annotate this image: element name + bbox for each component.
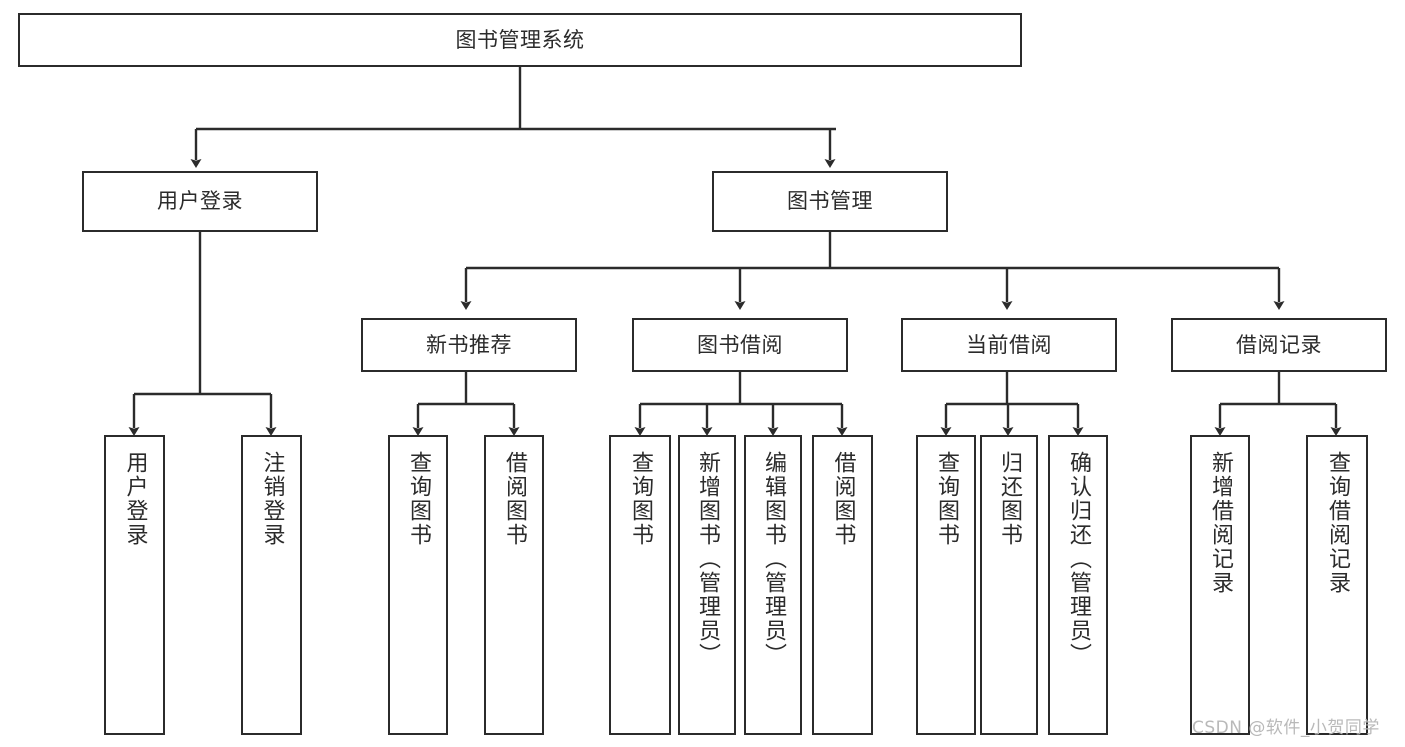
leaf-current-borrow-confirm-return[interactable]: 确认归还（管理员） <box>1048 435 1108 735</box>
node-book-manage-label: 图书管理 <box>787 189 873 214</box>
leaf-label: 用户登录 <box>122 451 148 547</box>
leaf-current-borrow-return[interactable]: 归还图书 <box>980 435 1038 735</box>
leaf-book-borrow-borrow[interactable]: 借阅图书 <box>812 435 873 735</box>
node-borrow-record[interactable]: 借阅记录 <box>1171 318 1387 372</box>
node-user-login[interactable]: 用户登录 <box>82 171 318 232</box>
node-book-borrow-label: 图书借阅 <box>697 332 783 357</box>
leaf-new-book-borrow[interactable]: 借阅图书 <box>484 435 544 735</box>
node-root-label: 图书管理系统 <box>455 27 585 52</box>
node-borrow-record-label: 借阅记录 <box>1236 332 1322 357</box>
leaf-label: 借阅图书 <box>501 451 527 547</box>
leaf-label: 查询图书 <box>933 451 959 547</box>
leaf-label: 注销登录 <box>259 451 285 547</box>
leaf-label: 新增借阅记录 <box>1207 451 1233 595</box>
leaf-book-borrow-query[interactable]: 查询图书 <box>609 435 671 735</box>
leaf-borrow-record-query[interactable]: 查询借阅记录 <box>1306 435 1368 735</box>
leaf-new-book-query[interactable]: 查询图书 <box>388 435 448 735</box>
node-current-borrow-label: 当前借阅 <box>966 332 1052 357</box>
leaf-book-borrow-add[interactable]: 新增图书（管理员） <box>678 435 736 735</box>
leaf-label: 查询图书 <box>405 451 431 547</box>
leaf-borrow-record-add[interactable]: 新增借阅记录 <box>1190 435 1250 735</box>
node-book-borrow[interactable]: 图书借阅 <box>632 318 848 372</box>
node-new-book-recommend[interactable]: 新书推荐 <box>361 318 577 372</box>
node-root[interactable]: 图书管理系统 <box>18 13 1022 67</box>
leaf-current-borrow-query[interactable]: 查询图书 <box>916 435 976 735</box>
node-book-manage[interactable]: 图书管理 <box>712 171 948 232</box>
node-new-book-recommend-label: 新书推荐 <box>426 332 512 357</box>
leaf-label: 确认归还（管理员） <box>1065 451 1091 667</box>
leaf-user-login-signout[interactable]: 注销登录 <box>241 435 302 735</box>
leaf-label: 新增图书（管理员） <box>694 451 720 667</box>
leaf-label: 编辑图书（管理员） <box>760 451 786 667</box>
leaf-user-login-signin[interactable]: 用户登录 <box>104 435 165 735</box>
leaf-label: 查询借阅记录 <box>1324 451 1350 595</box>
leaf-label: 归还图书 <box>996 451 1022 547</box>
node-current-borrow[interactable]: 当前借阅 <box>901 318 1117 372</box>
leaf-book-borrow-edit[interactable]: 编辑图书（管理员） <box>744 435 802 735</box>
leaf-label: 查询图书 <box>627 451 653 547</box>
leaf-label: 借阅图书 <box>830 451 856 547</box>
node-user-login-label: 用户登录 <box>157 189 243 214</box>
